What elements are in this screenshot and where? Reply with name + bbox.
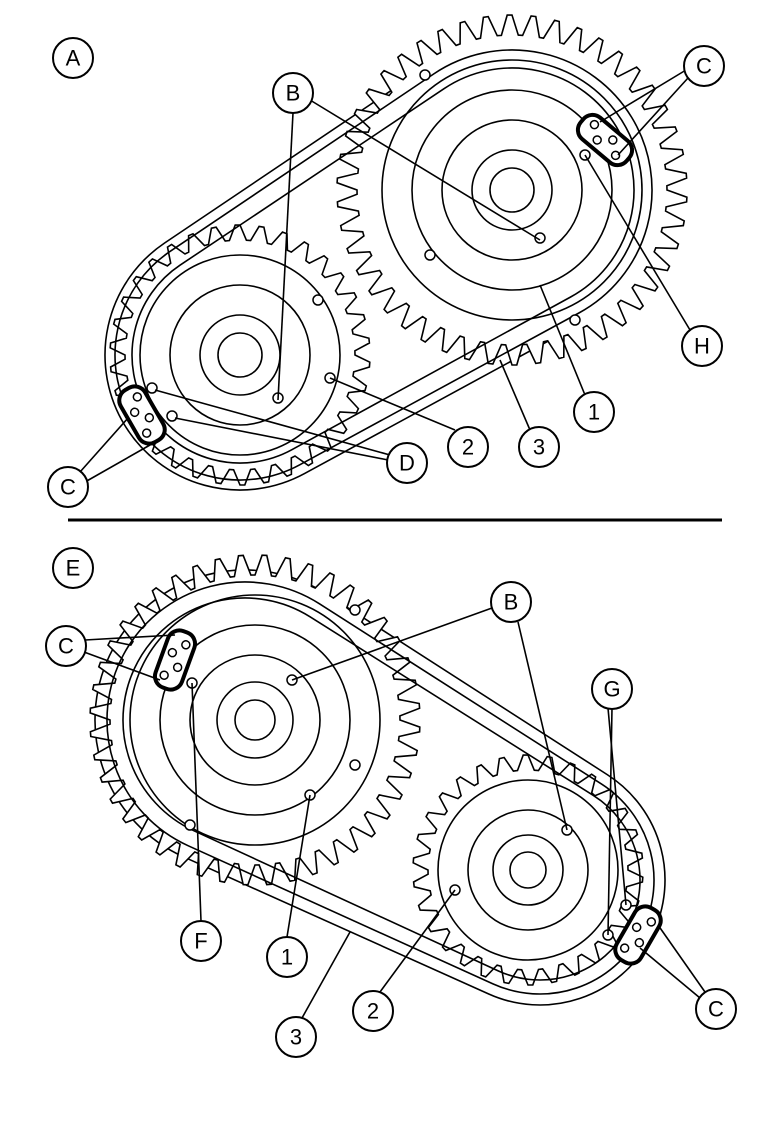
callout-1: 1	[266, 936, 308, 978]
link-pin	[634, 937, 645, 948]
timing-chain-inner	[114, 49, 653, 481]
svg-text:3: 3	[533, 435, 545, 460]
colored-chain-link	[152, 628, 198, 692]
leader-lines-bottom	[83, 607, 706, 1019]
svg-text:C: C	[708, 997, 724, 1022]
callout-C: C	[47, 466, 89, 508]
sprocket-ring	[139, 254, 341, 456]
leader-lines-top	[79, 69, 691, 483]
callout-2: 2	[352, 990, 394, 1032]
link-pin	[610, 150, 621, 161]
link-pin	[144, 412, 155, 423]
timing-mark	[184, 819, 196, 831]
callout-E: E	[52, 547, 94, 589]
svg-text:2: 2	[367, 999, 379, 1024]
link-pin	[589, 119, 600, 130]
sprocket-ring	[381, 59, 643, 321]
colored-chain-link	[613, 904, 663, 966]
timing-mark	[419, 69, 431, 81]
link-pin	[631, 922, 642, 933]
svg-text:D: D	[399, 451, 415, 476]
link-pin	[129, 407, 140, 418]
timing-mark	[349, 604, 361, 616]
sprocket-ring	[169, 284, 311, 426]
sprocket-ring	[492, 834, 564, 906]
sprocket-ring	[189, 654, 321, 786]
link-pin	[646, 917, 657, 927]
svg-text:1: 1	[588, 400, 600, 425]
timing-mark	[424, 249, 436, 261]
sprocket-ring	[471, 149, 553, 231]
link-pin	[608, 135, 618, 145]
callout-2: 2	[447, 426, 489, 468]
link-pin	[172, 662, 183, 673]
sprocket-ring	[437, 779, 619, 961]
sprocket-ring	[129, 594, 381, 846]
timing-mark	[146, 382, 158, 394]
timing-mark	[534, 232, 546, 244]
panel-b-parts	[89, 554, 666, 1006]
link-pin	[592, 135, 602, 145]
colored-chain-link	[117, 384, 167, 446]
svg-text:F: F	[194, 929, 207, 954]
link-pin	[159, 670, 169, 680]
sprocket-ring	[441, 119, 583, 261]
sprocket-ring	[467, 809, 589, 931]
sprocket-ring	[411, 89, 613, 291]
callout-A: A	[52, 37, 94, 79]
sprocket-ring	[509, 851, 547, 889]
link-plate	[117, 384, 167, 446]
timing-mark	[349, 759, 361, 771]
callout-C: C	[695, 988, 737, 1030]
svg-text:C: C	[58, 634, 74, 659]
sprocket-ring	[159, 624, 351, 816]
svg-text:E: E	[66, 556, 81, 581]
link-pin	[181, 640, 191, 650]
svg-text:C: C	[60, 475, 76, 500]
callout-H: H	[681, 325, 723, 367]
svg-text:1: 1	[281, 945, 293, 970]
callout-B: B	[490, 581, 532, 623]
link-pin	[167, 647, 178, 658]
callout-D: D	[386, 442, 428, 484]
link-pin	[141, 428, 152, 438]
svg-text:B: B	[286, 81, 301, 106]
timing-chain-inner-edge	[131, 67, 635, 464]
link-pin	[132, 392, 143, 402]
callout-C: C	[45, 625, 87, 667]
svg-text:H: H	[694, 334, 710, 359]
callout-3: 3	[518, 426, 560, 468]
colored-chain-link	[575, 112, 635, 168]
svg-text:3: 3	[290, 1025, 302, 1050]
timing-chain-inner	[106, 581, 655, 995]
callout-1: 1	[573, 391, 615, 433]
sprocket-ring	[234, 699, 276, 741]
sprocket-teeth	[89, 554, 421, 886]
timing-mark	[569, 314, 581, 326]
timing-mark	[312, 294, 324, 306]
svg-text:C: C	[696, 54, 712, 79]
panel-a-parts	[104, 14, 688, 491]
link-pin	[619, 943, 630, 953]
sprocket-teeth	[412, 754, 644, 986]
sprocket-ring	[489, 167, 535, 213]
sprocket-ring	[216, 681, 294, 759]
callout-B: B	[272, 72, 314, 114]
callout-C: C	[683, 45, 725, 87]
callout-G: G	[591, 668, 633, 710]
svg-text:G: G	[603, 677, 620, 702]
svg-text:2: 2	[462, 435, 474, 460]
sprocket-ring	[217, 332, 263, 378]
callout-F: F	[180, 920, 222, 962]
callout-3: 3	[275, 1016, 317, 1058]
timing-chain-inner-edge	[122, 597, 641, 981]
svg-text:A: A	[66, 46, 81, 71]
svg-text:B: B	[504, 590, 519, 615]
timing-mark	[166, 410, 178, 422]
